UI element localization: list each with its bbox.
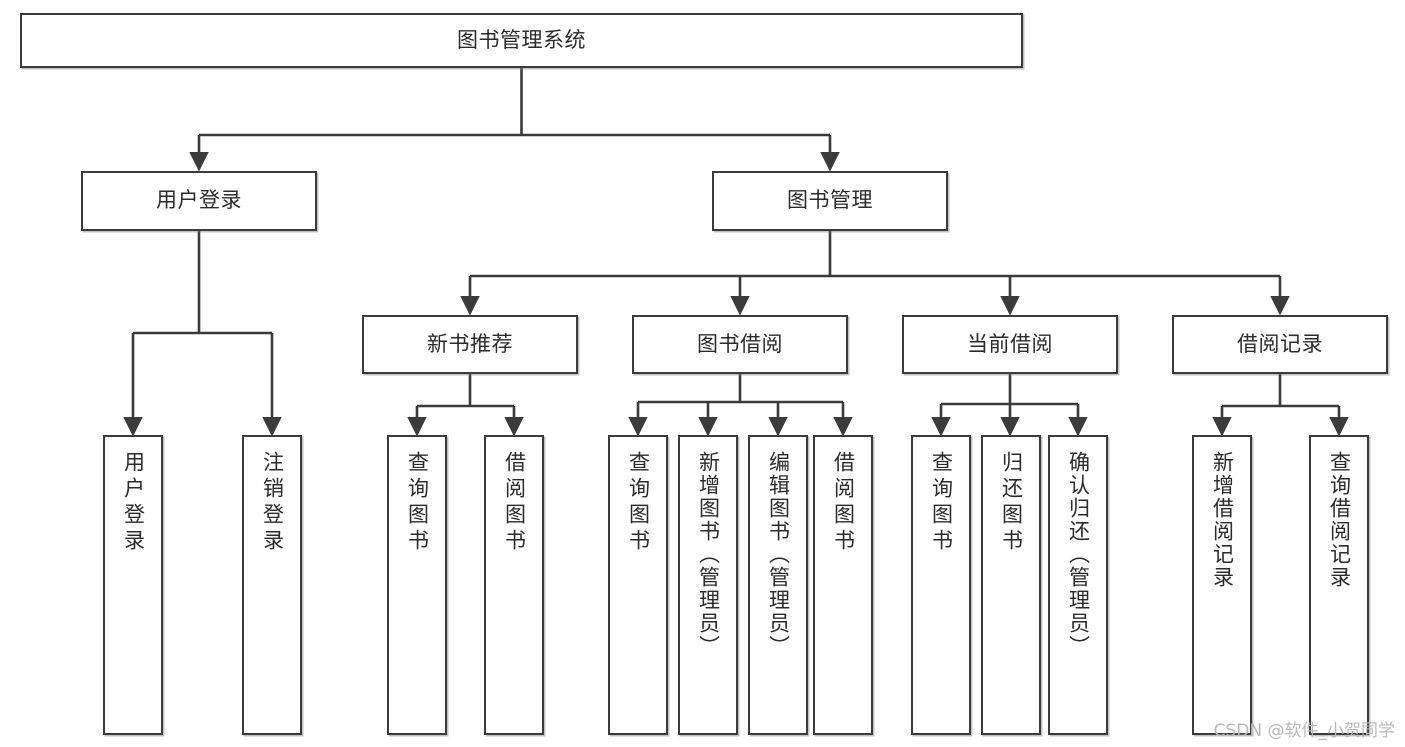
leaf-current-borrow-query[interactable]: 查询图书 [911,435,971,735]
leaf-current-borrow-confirm-return[interactable]: 确认归还（管理员） [1048,435,1108,735]
node-borrow-record[interactable]: 借阅记录 [1172,315,1388,374]
node-label: 借阅记录 [1237,331,1323,356]
node-label: 新增图书（管理员） [696,451,721,658]
node-label: 用户登录 [121,451,146,555]
leaf-book-borrow-edit[interactable]: 编辑图书（管理员） [748,435,808,735]
node-book-management[interactable]: 图书管理 [712,171,948,231]
node-label: 新书推荐 [427,331,513,356]
leaf-borrow-record-query[interactable]: 查询借阅记录 [1309,435,1369,735]
node-label: 编辑图书（管理员） [766,451,791,658]
node-label: 用户登录 [156,188,242,213]
leaf-book-borrow-add[interactable]: 新增图书（管理员） [678,435,738,735]
csdn-watermark: CSDN @软件_小贺同学 [1213,721,1395,741]
node-label: 图书借阅 [697,331,783,356]
node-label: 确认归还（管理员） [1066,451,1091,658]
node-label: 查询图书 [929,451,954,555]
node-label: 注销登录 [260,451,285,555]
node-root-system[interactable]: 图书管理系统 [20,13,1023,68]
node-label: 借阅图书 [502,451,527,555]
node-new-book-recommend[interactable]: 新书推荐 [362,315,578,374]
node-label: 查询图书 [626,451,651,555]
leaf-book-borrow-query[interactable]: 查询图书 [608,435,668,735]
leaf-new-book-query[interactable]: 查询图书 [387,435,447,735]
leaf-book-borrow-borrow[interactable]: 借阅图书 [813,435,873,735]
node-label: 图书管理系统 [457,27,586,52]
node-book-borrow[interactable]: 图书借阅 [632,315,848,374]
leaf-user-login-login[interactable]: 用户登录 [103,435,163,735]
node-label: 查询图书 [405,451,430,555]
node-current-borrow[interactable]: 当前借阅 [902,315,1118,374]
leaf-current-borrow-return[interactable]: 归还图书 [981,435,1041,735]
leaf-new-book-borrow[interactable]: 借阅图书 [484,435,544,735]
node-user-login[interactable]: 用户登录 [81,171,317,231]
node-label: 图书管理 [787,188,873,213]
node-label: 新增借阅记录 [1210,451,1235,589]
node-label: 借阅图书 [831,451,856,555]
node-label: 查询借阅记录 [1327,451,1352,589]
node-label: 归还图书 [999,451,1024,555]
leaf-borrow-record-add[interactable]: 新增借阅记录 [1192,435,1252,735]
leaf-user-login-logout[interactable]: 注销登录 [242,435,302,735]
node-label: 当前借阅 [967,331,1053,356]
